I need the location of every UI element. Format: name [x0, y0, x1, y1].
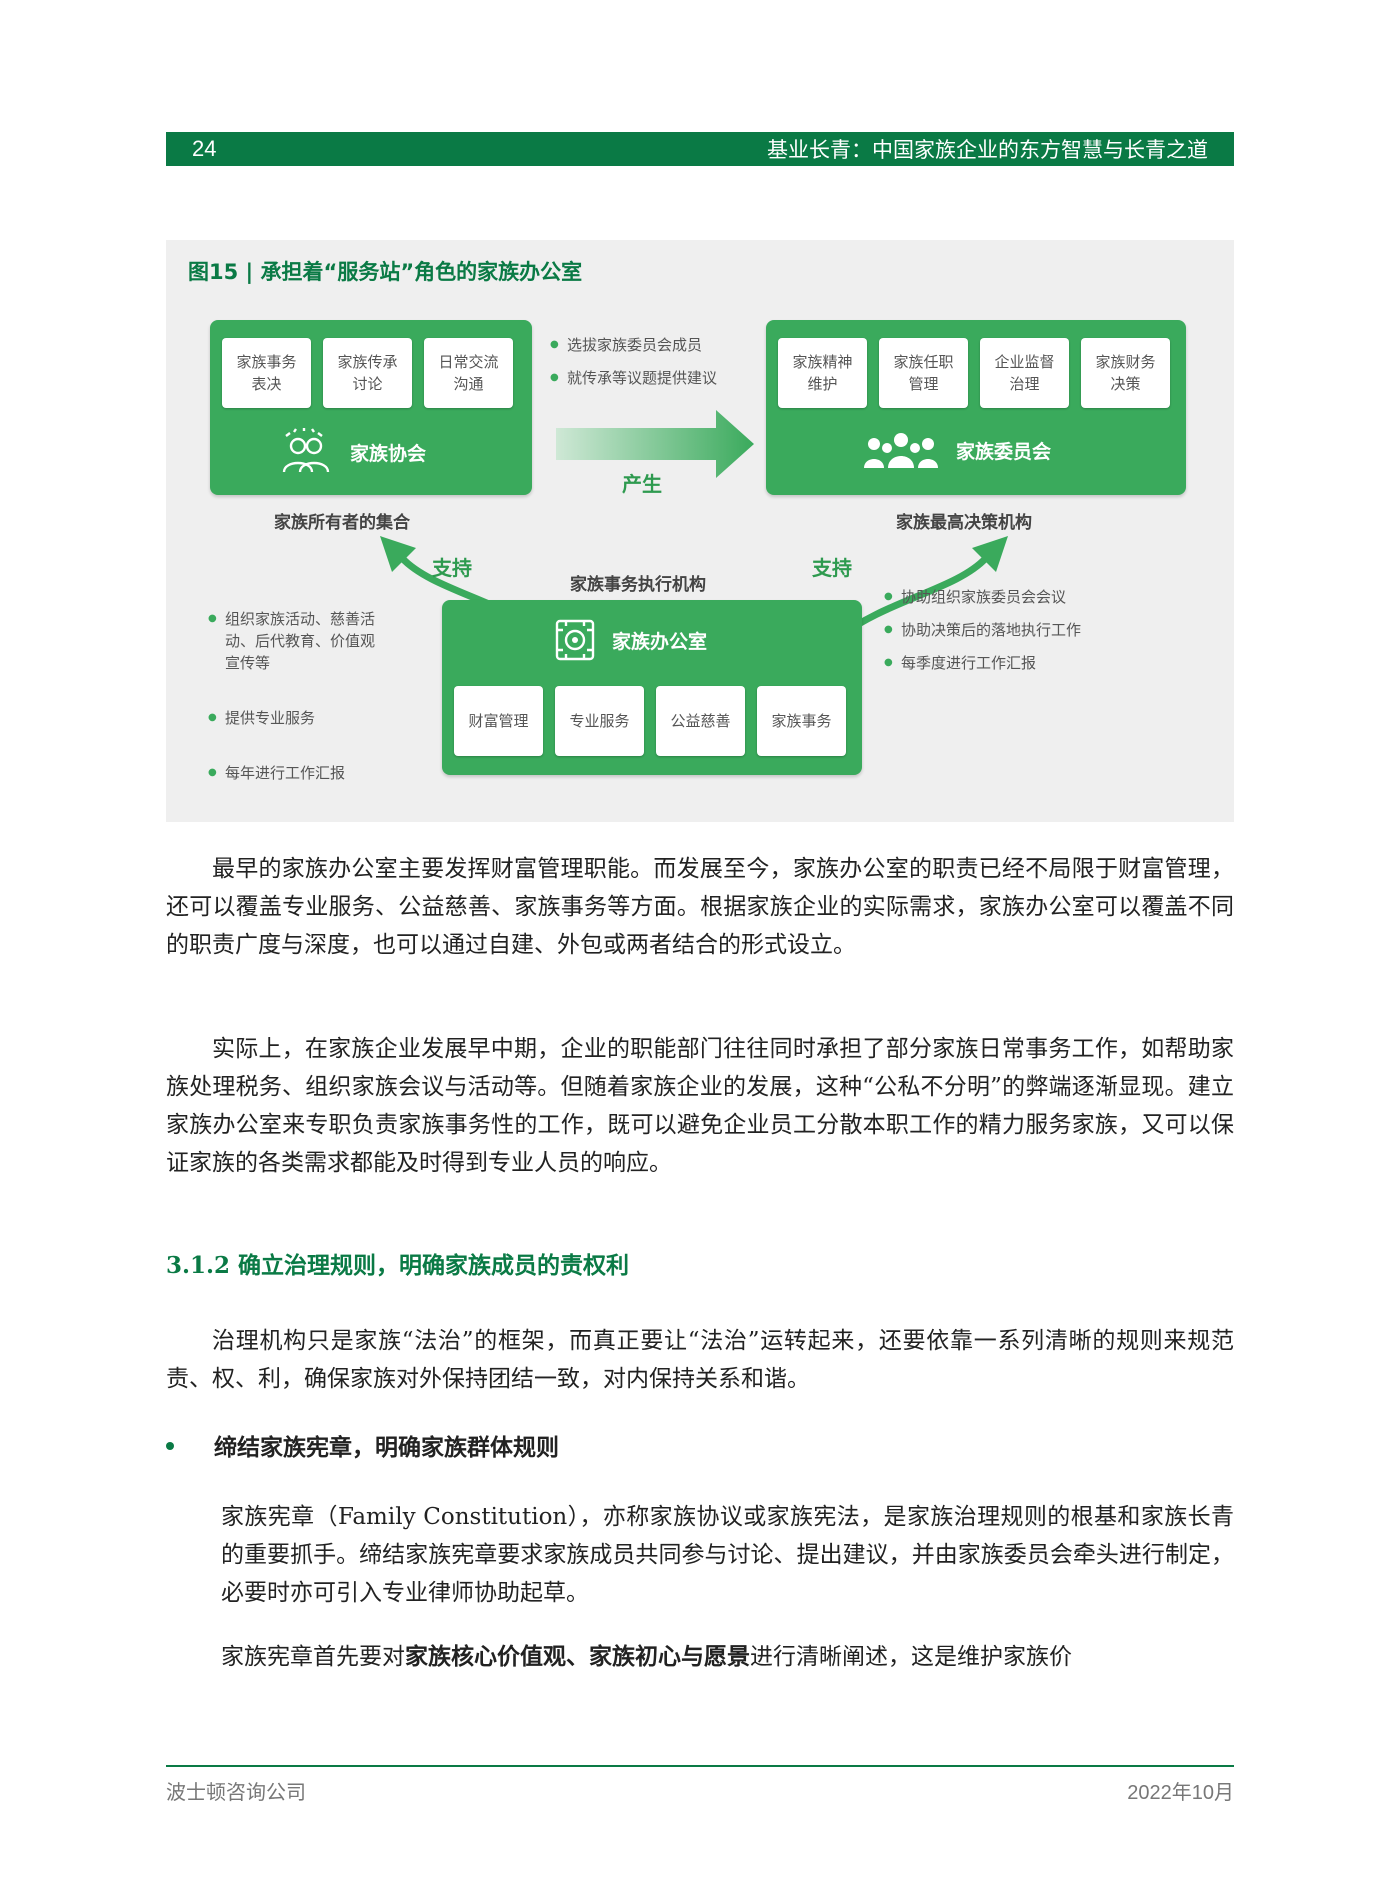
- association-name: 家族协会: [350, 442, 427, 465]
- right-bullet: 协助决策后的落地执行工作: [884, 619, 1184, 641]
- office-caption: 家族事务执行机构: [570, 575, 706, 595]
- page-number: 24: [192, 136, 217, 161]
- office-left-bullets: 组织家族活动、慈善活 动、后代教育、价值观 宣传等 提供专业服务 每年进行工作汇…: [208, 586, 408, 817]
- body-paragraph: 治理机构只是家族“法治”的框架，而真正要让“法治”运转起来，还要依靠一系列清晰的…: [166, 1328, 1234, 1392]
- family-office-box: 家族办公室 财富管理 专业服务 公益慈善 家族事务: [442, 600, 862, 775]
- produce-arrow: [556, 410, 754, 478]
- left-bullet: 组织家族活动、慈善活 动、后代教育、价值观 宣传等: [208, 608, 408, 674]
- footer-divider: [166, 1765, 1234, 1767]
- committee-caption: 家族最高决策机构: [896, 513, 1032, 533]
- office-right-bullets: 协助组织家族委员会会议 协助决策后的落地执行工作 每季度进行工作汇报: [884, 586, 1184, 685]
- bullet-dot-icon: [166, 1442, 174, 1450]
- footer-date: 2022年10月: [1127, 1782, 1234, 1804]
- produce-bullets: 选拔家族委员会成员 就传承等议题提供建议: [550, 334, 717, 400]
- office-building-icon: [555, 619, 595, 661]
- committee-name: 家族委员会: [956, 440, 1052, 463]
- para5-end: 进行清晰阐述，这是维护家族价: [750, 1644, 1072, 1670]
- office-item: 专业服务: [555, 686, 644, 756]
- right-bullet: 每季度进行工作汇报: [884, 652, 1184, 674]
- bullet-heading-text: 缔结家族宪章，明确家族群体规则: [214, 1434, 559, 1461]
- committee-label: 家族委员会: [862, 428, 1051, 472]
- family-association-box: 家族事务 表决 家族传承 讨论 日常交流 沟通 家族协会: [210, 320, 532, 495]
- office-item: 财富管理: [454, 686, 543, 756]
- association-item: 家族事务 表决: [222, 338, 311, 408]
- group-people-icon: [282, 428, 330, 473]
- office-item: 公益慈善: [656, 686, 745, 756]
- committee-item: 家族精神 维护: [778, 338, 867, 408]
- para5-start: 家族宪章首先要对: [221, 1644, 405, 1670]
- committee-item: 家族财务 决策: [1081, 338, 1170, 408]
- page-header-bar: 24 基业长青：中国家族企业的东方智慧与长青之道: [166, 132, 1234, 166]
- office-name: 家族办公室: [612, 630, 708, 653]
- produce-bullet: 选拔家族委员会成员: [550, 334, 717, 356]
- body-paragraph: 最早的家族办公室主要发挥财富管理职能。而发展至今，家族办公室的职责已经不局限于财…: [166, 856, 1234, 958]
- left-bullet: 提供专业服务: [208, 707, 408, 729]
- figure-panel: 图15 | 承担着“服务站”角色的家族办公室 家族事务 表决 家族传承 讨论 日…: [166, 240, 1234, 822]
- committee-item: 家族任职 管理: [879, 338, 968, 408]
- left-bullet: 每年进行工作汇报: [208, 762, 408, 784]
- committee-item: 企业监督 治理: [980, 338, 1069, 408]
- right-bullet: 协助组织家族委员会会议: [884, 586, 1184, 608]
- body-paragraph: 家族宪章首先要对家族核心价值观、家族初心与愿景进行清晰阐述，这是维护家族价: [221, 1638, 1234, 1676]
- family-committee-box: 家族精神 维护 家族任职 管理 企业监督 治理 家族财务 决策 家族委员会: [766, 320, 1186, 495]
- association-item: 日常交流 沟通: [424, 338, 513, 408]
- body-paragraph: 家族宪章（Family Constitution），亦称家族协议或家族宪法，是家…: [221, 1504, 1234, 1606]
- produce-bullet: 就传承等议题提供建议: [550, 367, 717, 389]
- bullet-heading: 缔结家族宪章，明确家族群体规则: [166, 1428, 559, 1462]
- section-heading: 3.1.2 确立治理规则，明确家族成员的责权利: [166, 1252, 630, 1279]
- committee-people-icon: [864, 433, 938, 468]
- office-label: 家族办公室: [554, 618, 707, 662]
- footer-company: 波士顿咨询公司: [166, 1780, 306, 1804]
- body-paragraph: 实际上，在家族企业发展早中期，企业的职能部门往往同时承担了部分家族日常事务工作，…: [166, 1036, 1234, 1176]
- para5-bold: 家族核心价值观、家族初心与愿景: [405, 1643, 750, 1670]
- association-item: 家族传承 讨论: [323, 338, 412, 408]
- support-label-right: 支持: [812, 556, 852, 580]
- figure-title: 图15 | 承担着“服务站”角色的家族办公室: [188, 260, 583, 284]
- association-caption: 家族所有者的集合: [274, 513, 410, 533]
- produce-label: 产生: [622, 472, 662, 496]
- header-title: 基业长青：中国家族企业的东方智慧与长青之道: [767, 138, 1208, 162]
- office-item: 家族事务: [757, 686, 846, 756]
- association-label: 家族协会: [278, 428, 426, 476]
- support-label-left: 支持: [432, 556, 472, 580]
